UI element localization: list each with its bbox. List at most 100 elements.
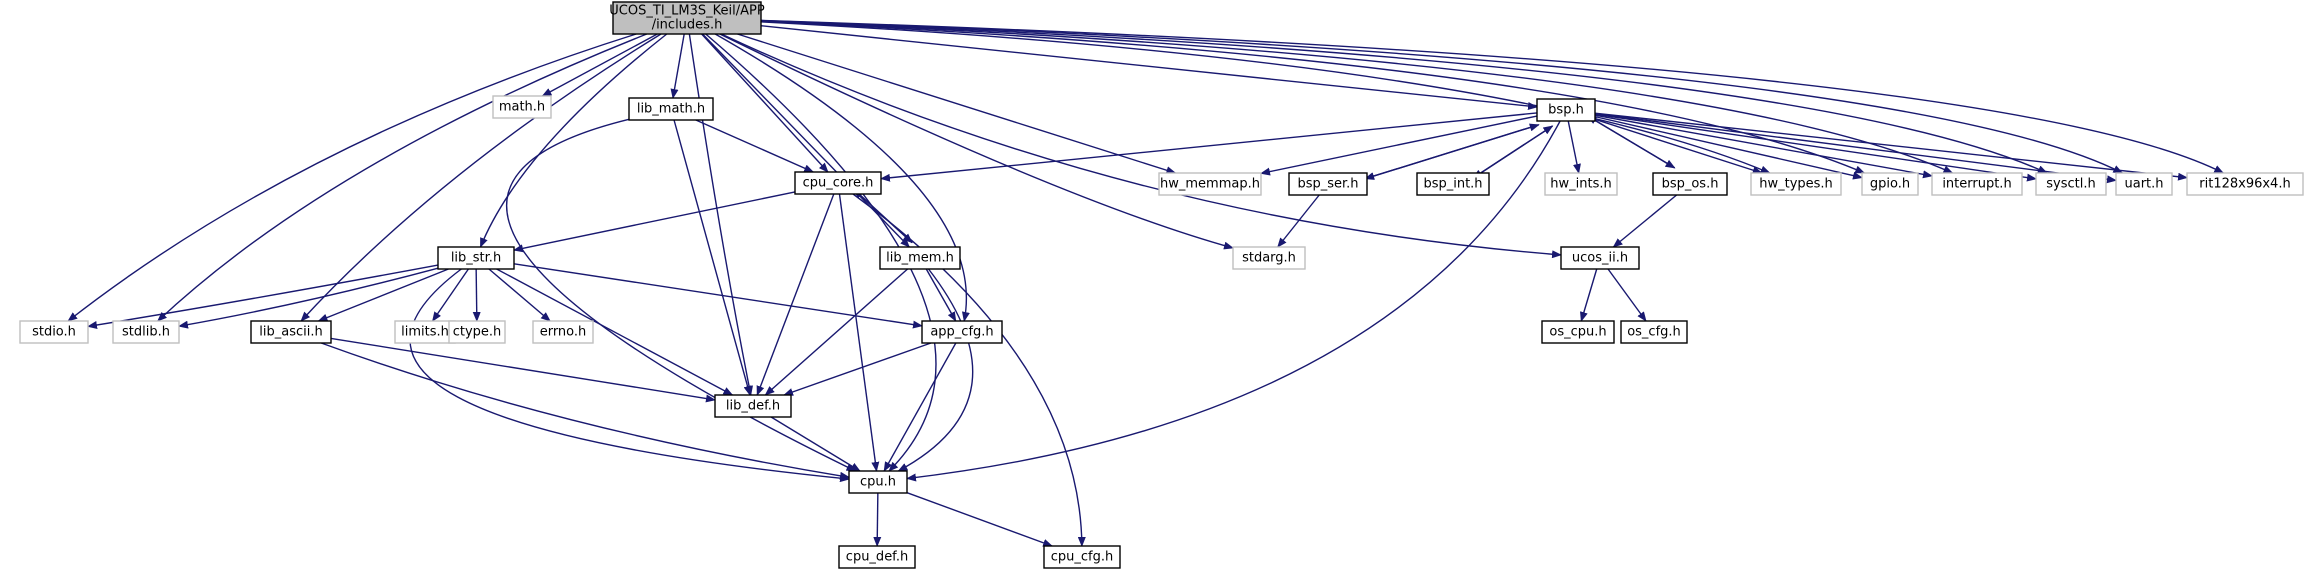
node-label: os_cfg.h <box>1627 325 1681 340</box>
edge-lib_mem-to-cpu <box>897 268 974 472</box>
edge-includes-to-ucos_ii <box>721 33 1562 259</box>
edge-lib_str-to-lib_ascii <box>317 268 449 322</box>
node-bsp-os[interactable]: bsp_os.h <box>1652 172 1728 196</box>
node-box <box>532 320 594 344</box>
node-box <box>1861 172 1919 196</box>
edge-bsp-to-cpu_core <box>880 112 1538 182</box>
node-lib-str[interactable]: lib_str.h <box>437 246 515 270</box>
node-box <box>714 394 792 418</box>
node-box <box>1652 172 1728 196</box>
node-uart: uart.h <box>2115 172 2173 196</box>
edge-includes-to-hw_types <box>760 21 1771 174</box>
node-cpu[interactable]: cpu.h <box>848 470 908 494</box>
node-box <box>1158 172 1262 196</box>
node-box <box>879 246 961 270</box>
edge-includes-to-interrupt <box>760 20 1954 174</box>
edge-includes-to-lib_math <box>670 33 685 99</box>
edge-lib_str-to-stdlib <box>178 267 439 329</box>
edge-cpu_core-to-cpu <box>838 193 880 472</box>
node-bsp-int[interactable]: bsp_int.h <box>1416 172 1490 196</box>
node-box <box>1043 545 1121 569</box>
edge-lib_math-to-lib_def <box>673 119 752 396</box>
edge-bsp-to-hw_ints <box>1567 120 1581 174</box>
edge-cpu_core-to-lib_def <box>756 193 835 396</box>
node-box <box>1560 246 1640 270</box>
node-label: rit128x96x4.h <box>2199 177 2290 192</box>
edge-bsp-to-hw_memmap <box>1260 115 1538 176</box>
edge-lib_math-to-cpu_core <box>695 119 815 173</box>
node-cpu-core[interactable]: cpu_core.h <box>794 171 882 195</box>
node-label: lib_mem.h <box>886 251 954 266</box>
edge-lib_def-to-cpu <box>770 416 861 472</box>
node-gpio: gpio.h <box>1861 172 1919 196</box>
node-label: cpu_cfg.h <box>1051 550 1114 565</box>
edge-includes-to-lib_def <box>688 33 753 396</box>
edge-ucos_ii-to-os_cfg <box>1607 268 1647 322</box>
edge-lib_str-to-ctype <box>472 268 481 322</box>
edge-app_cfg-to-cpu <box>883 342 957 472</box>
node-hw-memmap: hw_memmap.h <box>1158 172 1262 196</box>
node-includes[interactable]: UCOS_TI_LM3S_Keil/APP/includes.h <box>609 1 765 35</box>
edge-includes-to-lib_mem <box>702 33 911 248</box>
node-lib-math[interactable]: lib_math.h <box>628 97 714 121</box>
node-lib-def[interactable]: lib_def.h <box>714 394 792 418</box>
node-label: hw_ints.h <box>1550 177 1611 192</box>
node-label: sysctl.h <box>2046 177 2095 192</box>
node-label: /includes.h <box>652 18 723 33</box>
node-label: UCOS_TI_LM3S_Keil/APP <box>609 4 765 19</box>
node-box <box>848 470 908 494</box>
node-label: interrupt.h <box>1942 177 2011 192</box>
edge-lib_str-to-errno <box>488 268 551 322</box>
node-cpu-cfg[interactable]: cpu_cfg.h <box>1043 545 1121 569</box>
node-stdlib: stdlib.h <box>112 320 180 344</box>
node-app-cfg[interactable]: app_cfg.h <box>921 320 1003 344</box>
node-limits: limits.h <box>394 320 456 344</box>
node-box <box>1416 172 1490 196</box>
node-lib-mem[interactable]: lib_mem.h <box>879 246 961 270</box>
node-box <box>1288 172 1368 196</box>
node-box <box>1750 172 1842 196</box>
node-ucos-ii[interactable]: ucos_ii.h <box>1560 246 1640 270</box>
edge-lib_ascii-to-lib_def <box>330 337 716 403</box>
node-label: stdlib.h <box>122 325 170 340</box>
edge-bsp_os-to-ucos_ii <box>1612 194 1678 248</box>
edge-includes-to-stdlib <box>157 33 648 322</box>
node-box <box>492 95 552 119</box>
node-box <box>1544 172 1618 196</box>
node-cpu-def[interactable]: cpu_def.h <box>838 545 916 569</box>
node-label: bsp_int.h <box>1423 177 1482 192</box>
edge-cpu_core-to-lib_str <box>513 191 796 253</box>
edge-ucos_ii-to-os_cpu <box>1580 268 1598 322</box>
edge-includes-to-sysctl <box>760 20 2048 174</box>
node-label: lib_ascii.h <box>259 325 322 340</box>
edge-bsp-to-hw_types <box>1594 118 1763 175</box>
edge-includes-to-cpu <box>705 33 937 472</box>
edge-bsp_int-to-bsp <box>1472 125 1554 179</box>
edge-includes-to-app_cfg <box>714 33 970 322</box>
node-label: lib_def.h <box>726 399 780 414</box>
node-lib-ascii[interactable]: lib_ascii.h <box>250 320 332 344</box>
edge-includes-to-cpu_core <box>701 33 829 173</box>
node-label: cpu_core.h <box>803 176 874 191</box>
node-box <box>838 545 916 569</box>
node-box <box>1620 320 1688 344</box>
node-os-cfg[interactable]: os_cfg.h <box>1620 320 1688 344</box>
edge-includes-to-stdarg <box>719 33 1234 250</box>
node-box <box>794 171 882 195</box>
node-label: hw_memmap.h <box>1160 177 1260 192</box>
node-bsp-ser[interactable]: bsp_ser.h <box>1288 172 1368 196</box>
node-os-cpu[interactable]: os_cpu.h <box>1541 320 1615 344</box>
node-label: ctype.h <box>453 325 502 340</box>
node-box <box>2186 172 2304 196</box>
edge-includes-to-gpio <box>760 20 1866 174</box>
node-box <box>437 246 515 270</box>
node-label: os_cpu.h <box>1549 325 1606 340</box>
edge-lib_str-to-limits <box>432 268 469 322</box>
edge-cpu_core-to-cpu_cfg <box>852 193 1086 547</box>
node-label: stdio.h <box>32 325 76 340</box>
node-ctype: ctype.h <box>448 320 506 344</box>
node-hw-ints: hw_ints.h <box>1544 172 1618 196</box>
node-label: bsp_os.h <box>1662 177 1719 192</box>
node-bsp[interactable]: bsp.h <box>1536 98 1596 122</box>
